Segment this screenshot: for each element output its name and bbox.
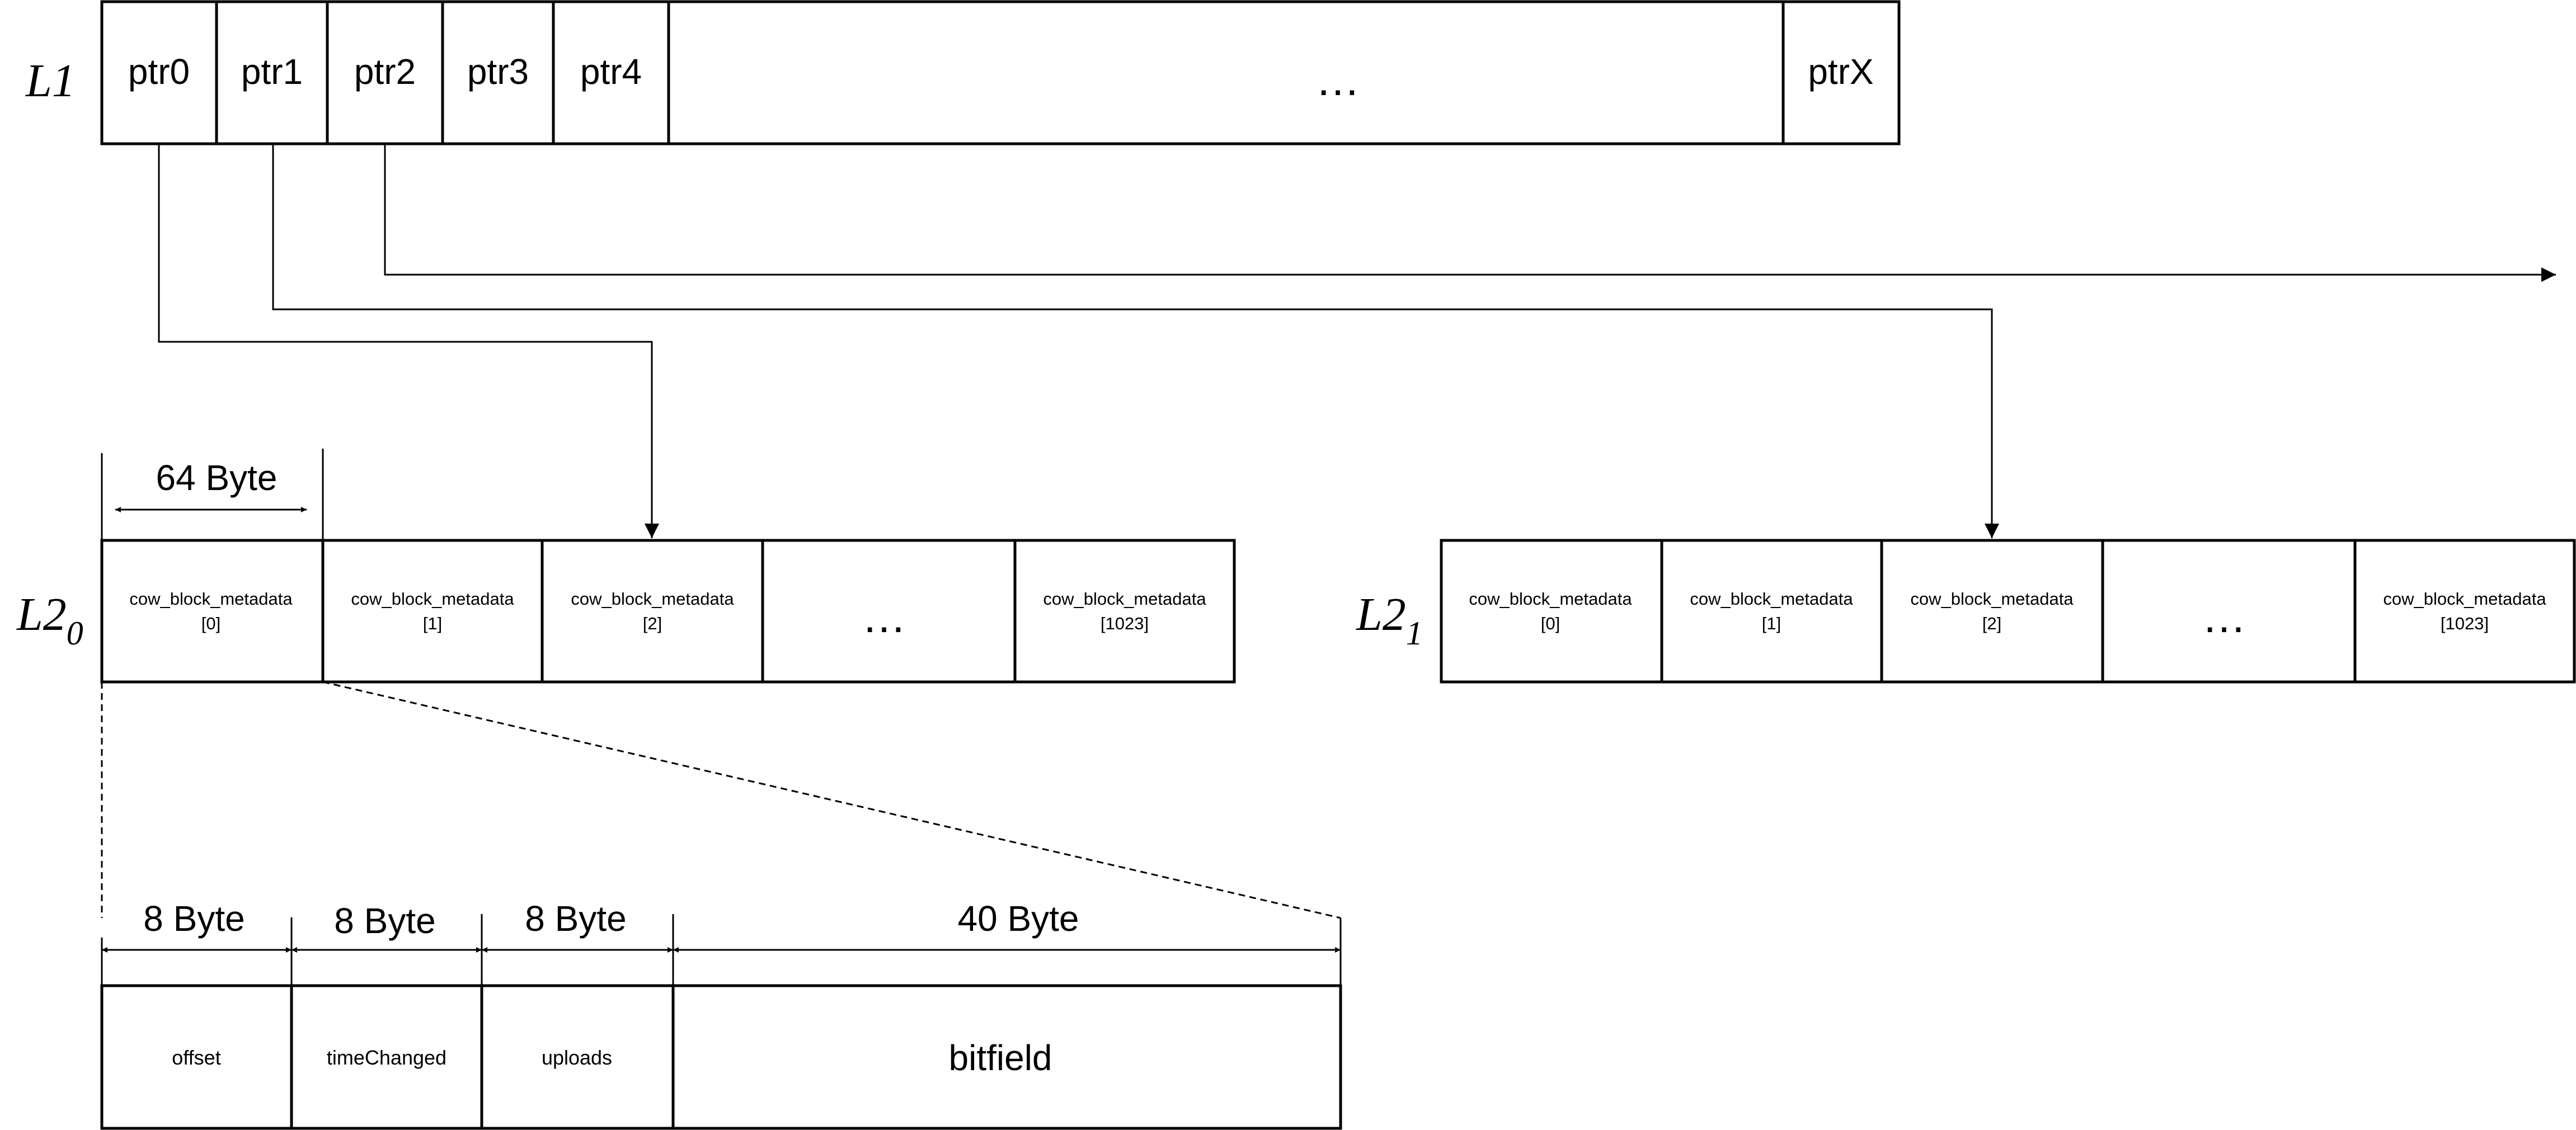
struct-size-label-bitfield: 40 Byte bbox=[957, 898, 1079, 939]
struct-size-label-timechanged: 8 Byte bbox=[334, 901, 435, 941]
struct-border bbox=[100, 984, 1342, 1130]
l2-0-table: L20 64 Byte cow_block_metadata [0] cow_b… bbox=[16, 449, 1236, 684]
l2-1-cell-1023-name: cow_block_metadata bbox=[2383, 589, 2546, 609]
l2-0-size-label: 64 Byte bbox=[156, 458, 277, 498]
l2-1-cell-0-name: cow_block_metadata bbox=[1469, 589, 1632, 609]
struct-size-label-uploads: 8 Byte bbox=[525, 898, 626, 939]
zoom-guide-right bbox=[322, 681, 1341, 919]
l2-0-label-base: L2 bbox=[16, 588, 67, 641]
l2-0-cell-ellipsis: … bbox=[862, 592, 906, 642]
l2-1-cell-1-index: [1] bbox=[1762, 614, 1781, 633]
l2-0-cell-1023-index: [1023] bbox=[1101, 614, 1149, 633]
l1-cell-ptr4: ptr4 bbox=[580, 51, 642, 92]
l2-1-label-base: L2 bbox=[1356, 588, 1406, 641]
ptr0-to-l2-0-connector bbox=[158, 144, 659, 538]
l2-0-label: L20 bbox=[16, 588, 83, 652]
l2-0-cell-0-name: cow_block_metadata bbox=[129, 589, 293, 609]
l1-cell-ptr2: ptr2 bbox=[354, 51, 416, 92]
l2-1-cell-0-index: [0] bbox=[1541, 614, 1560, 633]
l1-cell-ptr1: ptr1 bbox=[241, 51, 303, 92]
l2-0-cell-1-name: cow_block_metadata bbox=[351, 589, 514, 609]
l2-0-label-subscript: 0 bbox=[67, 615, 83, 652]
l1-table: L1 ptr0 ptr1 ptr2 ptr3 ptr4 … ptrX bbox=[25, 0, 1901, 145]
l2-1-cell-1023-index: [1023] bbox=[2441, 614, 2489, 633]
l2-0-cell-1-index: [1] bbox=[423, 614, 442, 633]
l2-1-cell-2-name: cow_block_metadata bbox=[1910, 589, 2074, 609]
l2-0-cell-1023-name: cow_block_metadata bbox=[1043, 589, 1206, 609]
l1-border bbox=[100, 0, 1901, 145]
l1-cell-ptr0: ptr0 bbox=[128, 51, 190, 92]
l2-1-border bbox=[1440, 539, 2576, 684]
l2-1-cell-2-index: [2] bbox=[1982, 614, 2001, 633]
ptr2-offscreen-connector bbox=[384, 144, 2556, 282]
l2-0-border bbox=[100, 539, 1236, 684]
struct-field-uploads: uploads bbox=[542, 1046, 612, 1069]
l2-0-cell-2-name: cow_block_metadata bbox=[571, 589, 734, 609]
zoom-guides bbox=[101, 681, 1341, 919]
struct-field-timechanged: timeChanged bbox=[327, 1046, 446, 1069]
l1-cell-ellipsis: … bbox=[1315, 55, 1360, 105]
l2-1-table: L21 cow_block_metadata [0] cow_block_met… bbox=[1356, 539, 2576, 684]
l2-0-cell-2-index: [2] bbox=[643, 614, 662, 633]
ptr1-to-l2-1-connector bbox=[272, 144, 1999, 538]
l1-cell-ptrx: ptrX bbox=[1808, 51, 1873, 92]
struct-field-bitfield: bitfield bbox=[949, 1038, 1052, 1078]
l2-1-label-subscript: 1 bbox=[1406, 615, 1423, 652]
pointer-connectors bbox=[158, 144, 2556, 538]
l2-0-cell-0-index: [0] bbox=[201, 614, 220, 633]
l2-1-cell-1-name: cow_block_metadata bbox=[1690, 589, 1853, 609]
l1-cell-ptr3: ptr3 bbox=[467, 51, 529, 92]
struct-size-label-offset: 8 Byte bbox=[143, 898, 245, 939]
l2-1-cell-ellipsis: … bbox=[2202, 592, 2246, 642]
struct-field-offset: offset bbox=[172, 1046, 220, 1069]
l1-label: L1 bbox=[25, 55, 76, 107]
struct-layout: 8 Byte 8 Byte 8 Byte 40 Byte offset time… bbox=[100, 898, 1342, 1130]
l2-1-label: L21 bbox=[1356, 588, 1423, 652]
